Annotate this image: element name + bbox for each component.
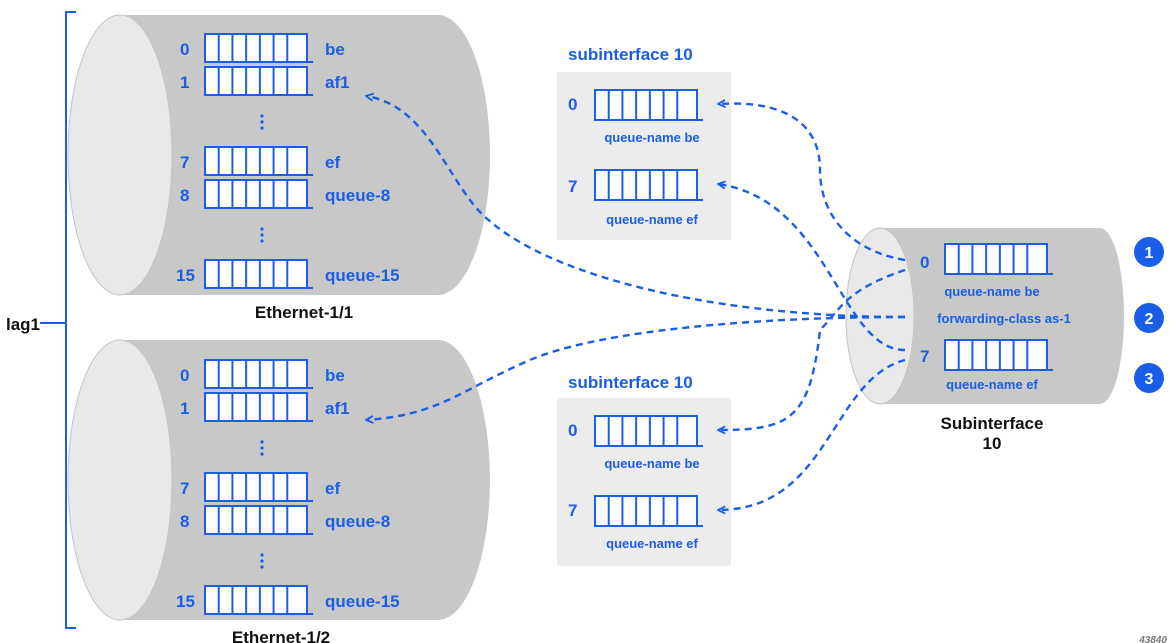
eth2-queue-box-1 <box>204 392 313 422</box>
sub-top-title: subinterface 10 <box>568 45 693 64</box>
curve-fc-to-eth1-af1 <box>366 96 906 319</box>
eth1-queue-num-7: 7 <box>180 153 189 172</box>
badge-3: 3 <box>1134 363 1164 393</box>
lag-bracket <box>65 11 76 629</box>
eth1-queue-box-15 <box>204 259 313 289</box>
sub-bottom-q0-caption: queue-name be <box>604 456 699 471</box>
eth2-queue-box-0 <box>204 359 313 389</box>
eth1-queue-num-0: 0 <box>180 40 189 59</box>
sub-bottom-q7-box <box>594 495 703 527</box>
sub-cyl-q0-box <box>944 243 1053 275</box>
eth1-queue-name-1: af1 <box>325 73 350 92</box>
sub-bottom-q7-num: 7 <box>568 501 577 520</box>
badge-3-text: 3 <box>1145 371 1154 388</box>
eth1-ellipsis-2 <box>260 227 264 243</box>
curve-q0-to-sub-bottom-q0 <box>718 268 906 430</box>
subinterface-label-line1: Subinterface <box>941 414 1044 433</box>
eth2-queue-num-7: 7 <box>180 479 189 498</box>
sub-top-q7-box <box>594 169 703 201</box>
subinterface-label-line2: 10 <box>983 434 1002 453</box>
eth2-queue-num-0: 0 <box>180 366 189 385</box>
eth1-queue-box-0 <box>204 33 313 63</box>
eth2-queue-num-8: 8 <box>180 512 189 531</box>
sub-top-q7-caption: queue-name ef <box>606 212 698 227</box>
badge-1-text: 1 <box>1145 245 1154 262</box>
eth2-queue-box-15 <box>204 585 313 615</box>
sub-cyl-q7-caption: queue-name ef <box>946 377 1038 392</box>
mapping-curves <box>366 96 906 510</box>
sub-cyl-q7-num: 7 <box>920 347 929 366</box>
eth1-queue-num-8: 8 <box>180 186 189 205</box>
sub-bottom-q0-num: 0 <box>568 421 577 440</box>
badge-2-text: 2 <box>1145 311 1154 328</box>
eth2-queue-name-15: queue-15 <box>325 592 400 611</box>
sub-top-q0-box <box>594 89 703 121</box>
subinterface-10-cylinder <box>845 227 1124 405</box>
badge-1: 1 <box>1134 237 1164 267</box>
eth1-queue-num-1: 1 <box>180 73 189 92</box>
sub-bottom-q0-box <box>594 415 703 447</box>
eth1-queue-name-0: be <box>325 40 345 59</box>
lag-label: lag1 <box>6 315 40 334</box>
eth2-queue-num-1: 1 <box>180 399 189 418</box>
eth1-queue-box-1 <box>204 66 313 96</box>
ethernet-1-2-label: Ethernet-1/2 <box>232 628 330 643</box>
eth1-queue-box-7 <box>204 146 313 176</box>
sub-bottom-title: subinterface 10 <box>568 373 693 392</box>
sub-top-q0-caption: queue-name be <box>604 130 699 145</box>
eth2-ellipsis-2 <box>260 553 264 569</box>
curve-q7-to-sub-bottom-q7 <box>718 358 906 510</box>
badge-2: 2 <box>1134 303 1164 333</box>
eth1-queue-name-8: queue-8 <box>325 186 390 205</box>
eth2-queue-name-8: queue-8 <box>325 512 390 531</box>
sub-top-q0-num: 0 <box>568 95 577 114</box>
curve-q0-to-sub-top-q0 <box>718 104 906 262</box>
eth1-queue-box-8 <box>204 179 313 209</box>
eth1-queue-name-7: ef <box>325 153 340 172</box>
eth1-ellipsis-1 <box>260 114 264 130</box>
eth1-queue-num-15: 15 <box>176 266 195 285</box>
eth2-queue-box-7 <box>204 472 313 502</box>
sub-cyl-q0-num: 0 <box>920 253 929 272</box>
eth2-queue-num-15: 15 <box>176 592 195 611</box>
eth2-queue-name-0: be <box>325 366 345 385</box>
sub-top-q7-num: 7 <box>568 177 577 196</box>
eth2-queue-name-1: af1 <box>325 399 350 418</box>
curve-fc-to-eth2-af1 <box>366 315 906 420</box>
ethernet-1-1-label: Ethernet-1/1 <box>255 303 353 322</box>
figure-id: 43840 <box>1138 635 1167 643</box>
sub-cyl-q7-box <box>944 339 1053 371</box>
eth1-queue-name-15: queue-15 <box>325 266 400 285</box>
sub-cyl-q0-caption: queue-name be <box>944 284 1039 299</box>
curve-q7-to-sub-top-q7 <box>718 184 906 352</box>
sub-bottom-q7-caption: queue-name ef <box>606 536 698 551</box>
forwarding-class-label: forwarding-class as-1 <box>937 311 1071 326</box>
eth2-queue-box-8 <box>204 505 313 535</box>
eth2-ellipsis-1 <box>260 440 264 456</box>
eth2-queue-name-7: ef <box>325 479 340 498</box>
queues-layer: 0 be 1 af1 7 ef 8 queue-8 15 queue-15 0 be 1 af1 7 ef 8 q… <box>176 33 1053 615</box>
